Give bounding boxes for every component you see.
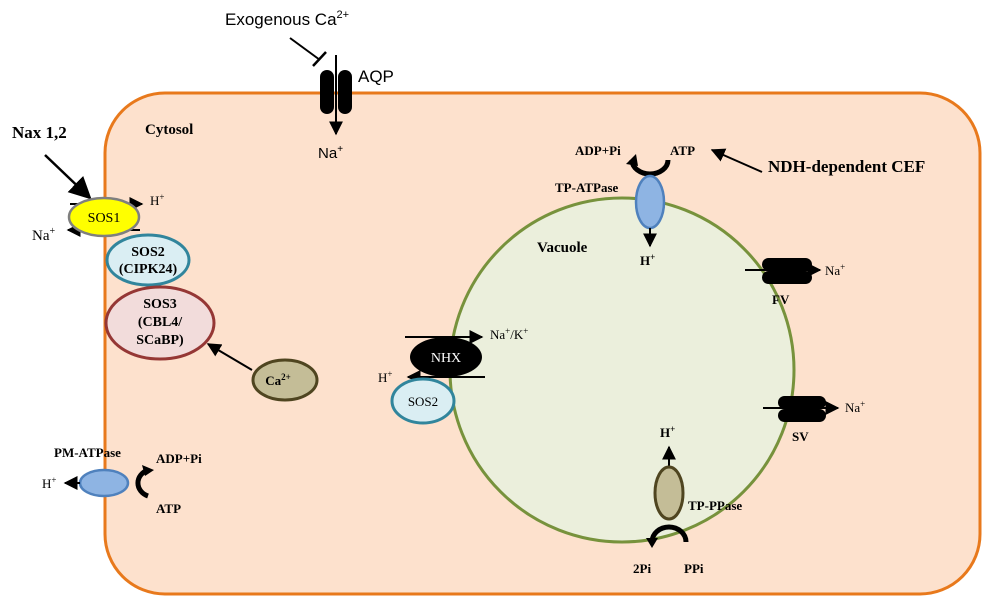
tp-ppase-label: TP-PPase (688, 498, 742, 513)
ppase-ppi-label: PPi (684, 561, 704, 576)
sos1-na-label: Na+ (32, 226, 56, 244)
sos3-label-line2: (CBL4/ (138, 315, 183, 330)
sv-label: SV (792, 429, 809, 444)
vacuole-label: Vacuole (537, 240, 588, 256)
nax-arrow (44, 154, 92, 200)
tp-adp-label: ADP+Pi (575, 143, 621, 158)
aqp-label: AQP (358, 67, 394, 86)
sos1-h-label: H+ (150, 192, 164, 208)
aqp-channel-left (320, 70, 334, 114)
ndh-arrow (710, 148, 763, 173)
ppase-arrowhead (646, 538, 658, 548)
fv-na-label: Na+ (825, 262, 845, 278)
cytosol-label: Cytosol (145, 122, 193, 138)
ndh-label: NDH-dependent CEF (768, 157, 925, 176)
sos2-node (105, 233, 191, 287)
ca-label: Ca2+ (265, 372, 291, 388)
tp-h-label: H+ (640, 252, 655, 268)
nhx-h-label: H+ (378, 369, 392, 385)
tp-atp-arc (629, 159, 671, 177)
vac-sos2-node (390, 377, 456, 425)
vacuole-membrane (448, 196, 796, 544)
sos2-label-line1: SOS2 (131, 245, 164, 260)
inhibition-bar (312, 51, 327, 67)
inhibition-line (289, 37, 321, 61)
pm-atpase-node (78, 468, 130, 498)
pm-atpase-label: PM-ATPase (54, 445, 121, 460)
tp-atpase-label: TP-ATPase (555, 180, 619, 195)
pm-h-label: H+ (42, 475, 56, 491)
nax-label: Nax 1,2 (12, 123, 67, 142)
sos3-label-line1: SOS3 (143, 297, 176, 312)
sos2-label-line2: (CIPK24) (119, 262, 178, 277)
ca-to-sos3-arrow (206, 343, 253, 371)
ppase-arc (649, 524, 689, 543)
sos3-node (104, 285, 216, 361)
sos3-label-line3: SCaBP) (136, 333, 184, 348)
tp-atp-label: ATP (670, 143, 695, 158)
pm-atp-label: ATP (156, 501, 181, 516)
exogenous-ca-label: Exogenous Ca2+ (225, 9, 349, 29)
fv-channel-top (762, 258, 812, 271)
vac-sos2-label: SOS2 (408, 394, 438, 409)
nhx-label: NHX (431, 351, 461, 366)
nhx-na-k-label: Na+/K+ (490, 326, 528, 342)
fv-label: FV (772, 292, 790, 307)
ppase-2pi-label: 2Pi (633, 561, 651, 576)
aqp-na-label: Na+ (318, 144, 343, 162)
fv-channel-bottom (762, 271, 812, 284)
tp-ppase-node (653, 465, 685, 521)
tp-atpase-node (634, 174, 666, 230)
aqp-channel-right (338, 70, 352, 114)
pm-atp-arrowhead (142, 465, 154, 476)
sv-na-label: Na+ (845, 399, 865, 415)
tp-atp-arrowhead (626, 154, 638, 166)
sos1-node (67, 196, 141, 238)
pm-adp-label: ADP+Pi (156, 451, 202, 466)
sv-channel-bottom (778, 409, 826, 422)
ca-node (251, 358, 319, 402)
sos1-label: SOS1 (88, 211, 121, 226)
ppase-h-label: H+ (660, 424, 675, 440)
nhx-node (410, 337, 482, 377)
sv-channel-top (778, 396, 826, 409)
